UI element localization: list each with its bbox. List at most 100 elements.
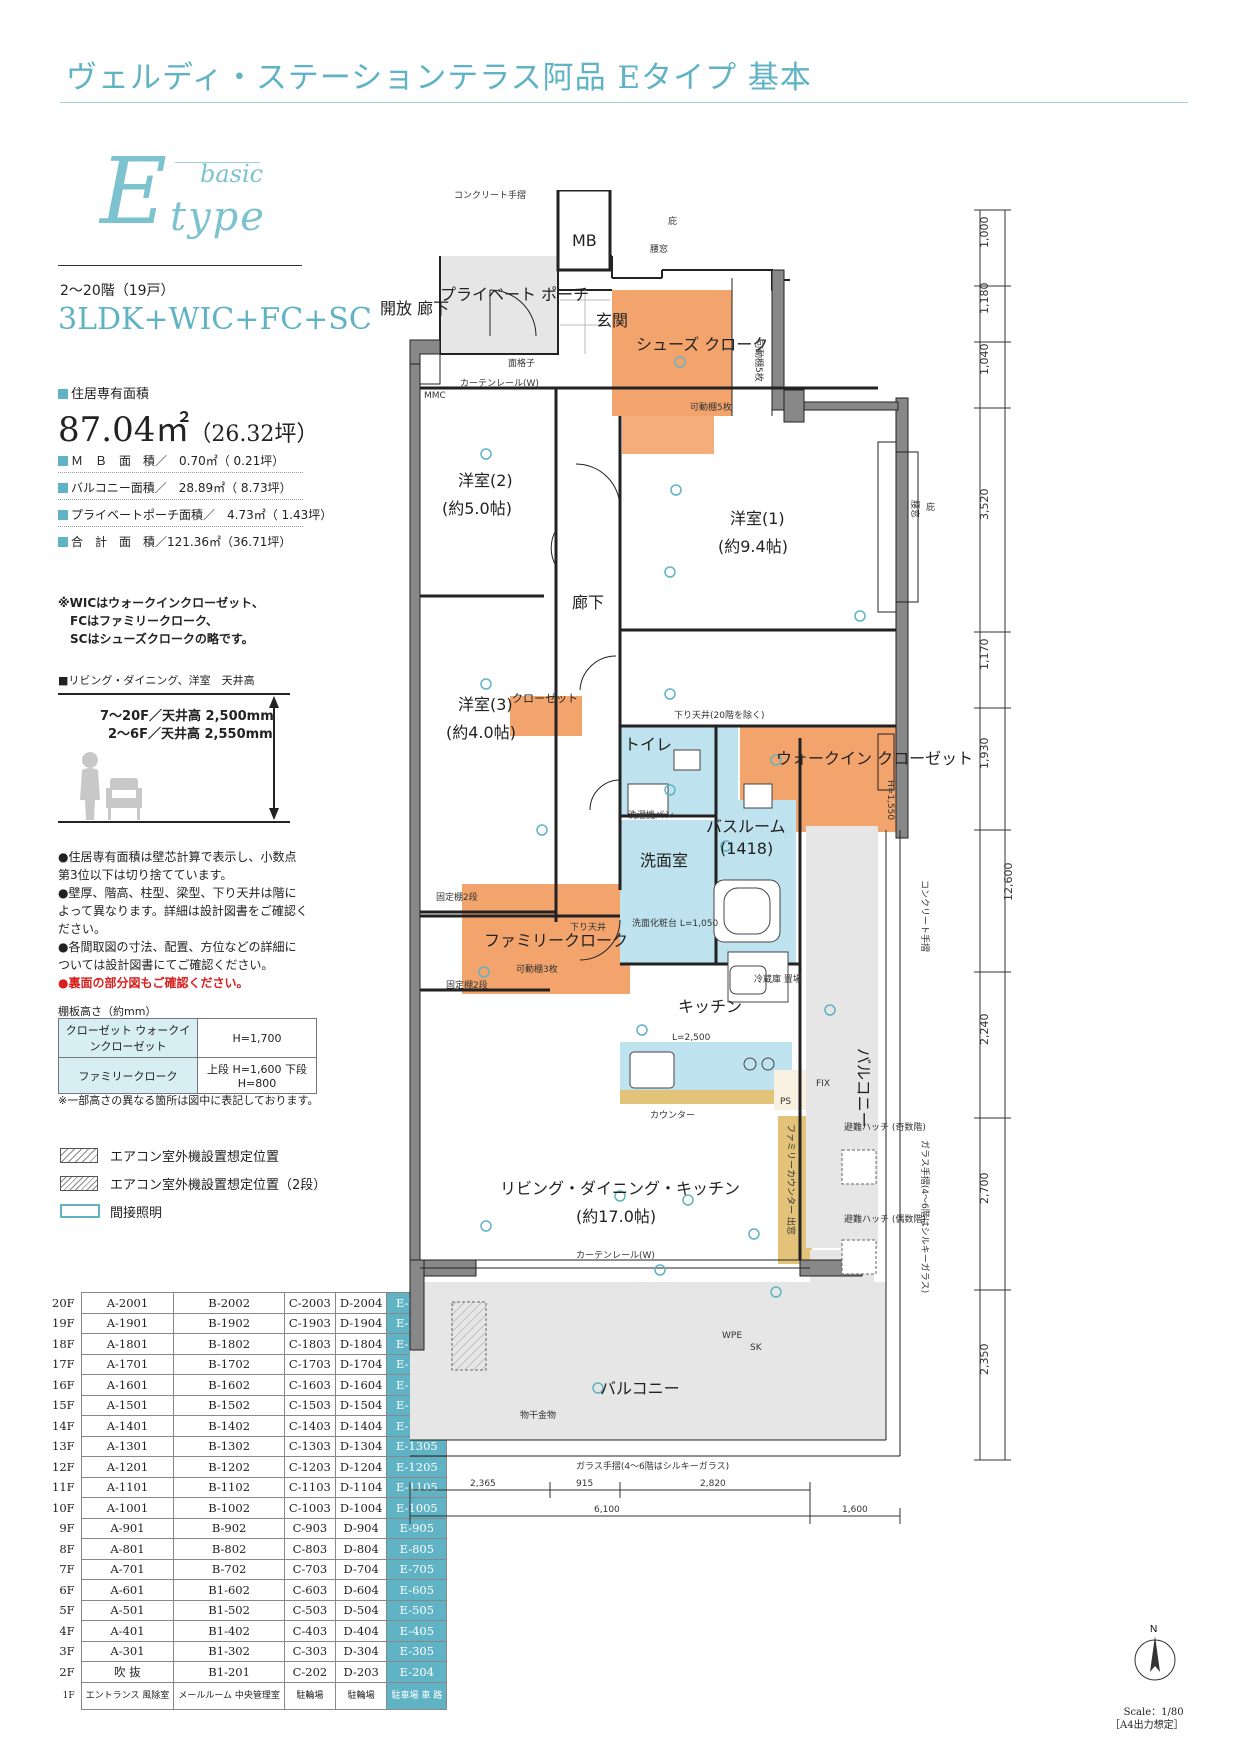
- room-label: 廊下: [572, 593, 604, 612]
- legend-ac2: エアコン室外機設置想定位置（2段）: [110, 1178, 327, 1193]
- unit-cell: A-2001: [80, 1292, 175, 1314]
- unit-cell: B1-201: [173, 1661, 285, 1683]
- room-label: プライベート ポーチ: [440, 285, 589, 304]
- unit-cell: D-203: [334, 1661, 388, 1683]
- unit-cell: D-1604: [334, 1374, 388, 1396]
- unit-cell: B-702: [173, 1558, 285, 1580]
- svg-text:WPE: WPE: [722, 1331, 742, 1341]
- room-label: トイレ: [624, 735, 672, 754]
- svg-text:冷蔵庫 置場: 冷蔵庫 置場: [754, 973, 802, 985]
- unit-cell: D-504: [334, 1599, 388, 1621]
- unit-cell: A-1001: [80, 1497, 175, 1519]
- floors-info: 2〜20階（19戸）: [60, 283, 175, 299]
- unit-cell: D-1804: [334, 1333, 388, 1355]
- unit-cell: A-801: [80, 1538, 175, 1560]
- unit-cell: B1-502: [173, 1599, 285, 1621]
- floor-cell: 16F: [52, 1377, 75, 1392]
- unit-cell: A-1401: [80, 1415, 175, 1437]
- unit-cell: D-1904: [334, 1312, 388, 1334]
- unit-cell: B1-302: [173, 1640, 285, 1662]
- svg-text:L=2,500: L=2,500: [672, 1033, 711, 1043]
- dimension-label: 2,700: [978, 1173, 991, 1205]
- unit-cell: D-1004: [334, 1497, 388, 1519]
- legend-light-icon: [60, 1204, 100, 1218]
- unit-cell: C-1703: [283, 1353, 336, 1375]
- svg-text:避難ハッチ (奇数階): 避難ハッチ (奇数階): [844, 1121, 926, 1133]
- unit-cell: A-1301: [80, 1435, 175, 1457]
- unit-cell: 吹 抜: [80, 1661, 175, 1683]
- svg-text:洗面化粧台 L=1,050: 洗面化粧台 L=1,050: [632, 917, 718, 929]
- floor-cell: 5F: [59, 1603, 75, 1618]
- shelf-note: ※一部高さの異なる箇所は図中に表記しております。: [58, 1094, 319, 1107]
- floor-cell: 9F: [59, 1521, 75, 1536]
- unit-cell: C-303: [283, 1640, 336, 1662]
- ceiling-line1: 7〜20F／天井高 2,500mm: [100, 709, 274, 724]
- room-label: 洋室(2): [458, 471, 513, 490]
- floor-cell: 1F: [62, 1690, 75, 1701]
- dimension-label: 2,350: [978, 1344, 991, 1376]
- unit-cell: B-1702: [173, 1353, 285, 1375]
- floor-cell: 11F: [52, 1480, 75, 1495]
- unit-cell: E-204: [386, 1661, 448, 1683]
- unit-cell: B-1502: [173, 1394, 285, 1416]
- unit-cell: 駐輪場: [334, 1681, 388, 1710]
- shelf-label: 棚板高さ（約mm）: [58, 1005, 157, 1018]
- compass-icon: N: [1134, 1624, 1176, 1681]
- dimension-label: 2,240: [978, 1014, 991, 1046]
- svg-text:腰窓: 腰窓: [650, 243, 668, 255]
- unit-cell: B-1602: [173, 1374, 285, 1396]
- unit-cell: B-1402: [173, 1415, 285, 1437]
- table-row: ファミリークローク上段 H=1,600 下段 H=800: [58, 1057, 317, 1094]
- unit-cell: C-1903: [283, 1312, 336, 1334]
- room-label: (1418): [720, 839, 773, 858]
- svg-text:面格子: 面格子: [508, 357, 535, 369]
- svg-text:2,820: 2,820: [700, 1479, 726, 1489]
- area-row: バルコニー面積／ 28.89㎡（ 8.73坪）: [58, 479, 303, 500]
- floor-cell: 6F: [59, 1582, 75, 1597]
- unit-cell: A-1501: [80, 1394, 175, 1416]
- svg-text:FIX: FIX: [816, 1079, 830, 1089]
- floor-cell: 7F: [59, 1562, 75, 1577]
- room-label: バスルーム: [706, 817, 786, 836]
- unit-cell: B-802: [173, 1538, 285, 1560]
- unit-cell: B-1802: [173, 1333, 285, 1355]
- room-label: (約9.4帖): [718, 537, 788, 556]
- layout-type: 3LDK+WIC+FC+SC: [58, 302, 372, 337]
- dimension-label: 12,600: [1002, 863, 1015, 902]
- room-label: 開放 廊下: [380, 299, 449, 318]
- unit-cell: C-703: [283, 1558, 336, 1580]
- room-label: (約5.0帖): [442, 499, 512, 518]
- room-label: バルコニー: [854, 1048, 873, 1128]
- unit-cell: C-1003: [283, 1497, 336, 1519]
- svg-text:庇: 庇: [926, 501, 935, 513]
- room-label: MB: [572, 231, 597, 250]
- svg-text:1,600: 1,600: [842, 1505, 868, 1515]
- unit-cell: E-305: [386, 1640, 448, 1662]
- unit-cell: E-505: [386, 1599, 448, 1621]
- area-row: Ｍ Ｂ 面 積／ 0.70㎡（ 0.21坪）: [58, 452, 303, 473]
- svg-text:洗濯機パン: 洗濯機パン: [628, 809, 673, 821]
- legend-ac2-icon: [60, 1176, 98, 1191]
- unit-cell: B-1302: [173, 1435, 285, 1457]
- room-label: 洋室(3): [458, 695, 513, 714]
- svg-text:可動棚3枚: 可動棚3枚: [516, 963, 558, 975]
- unit-cell: B-902: [173, 1517, 285, 1539]
- room-label: (約17.0帖): [576, 1207, 656, 1226]
- unit-cell: C-2003: [283, 1292, 336, 1314]
- unit-cell: C-202: [283, 1661, 336, 1683]
- scale-label: Scale：1/80 ［A4出力想定］: [1110, 1707, 1184, 1731]
- logo-sub: basic: [200, 160, 264, 188]
- unit-cell: 駐輪場: [283, 1681, 336, 1710]
- unit-cell: B-1102: [173, 1476, 285, 1498]
- logo-letter: E: [100, 138, 168, 245]
- floor-cell: 12F: [52, 1459, 75, 1474]
- svg-text:PS: PS: [780, 1097, 791, 1107]
- unit-cell: A-701: [80, 1558, 175, 1580]
- room-label: 玄関: [596, 311, 628, 330]
